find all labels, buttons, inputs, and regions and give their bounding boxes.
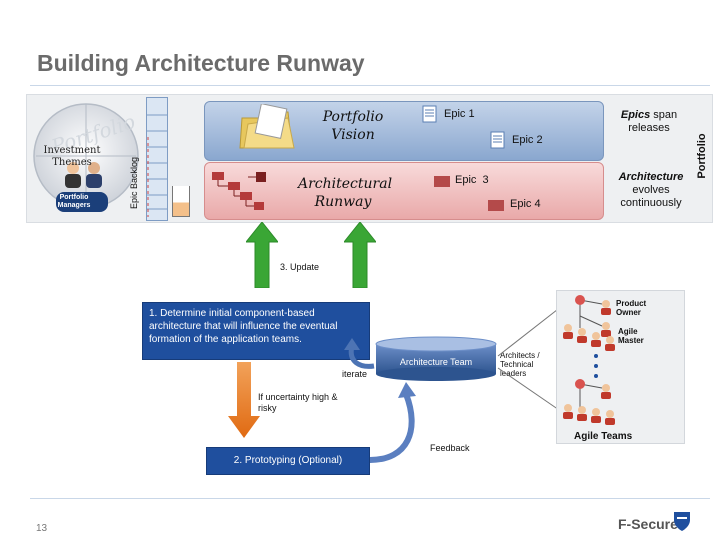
shield-icon [674,512,690,531]
update-label: 3. Update [280,262,320,272]
portfolio-side-label: Portfolio [696,133,708,179]
epic-backlog-column [146,97,168,221]
epics-span-note: Epics span releases [612,109,686,135]
uncertainty-label: If uncertainty high & risky [258,392,338,413]
update-arrow-right [344,222,376,288]
architecture-bold: Architecture [618,171,684,183]
title-underline [30,85,710,86]
epic-backlog-label: Epic Backlog [129,156,139,210]
fsecure-logo: F-Secure. [618,516,682,532]
step2-box: 2. Prototyping (Optional) [206,447,370,475]
epic3-marker [434,176,450,187]
epic4-label: Epic 4 [510,198,541,210]
epics-span-rest: span releases [628,109,678,134]
portfolio-managers-label: Portfolio Managers [57,194,91,209]
architectural-runway-label: Architectural Runway [298,176,393,210]
slide-title: Building Architecture Runway [37,50,365,76]
agile-master-label: Agile Master [618,327,644,345]
epic4-marker [488,200,504,211]
architecture-rest: evolves continuously [620,184,682,209]
team-connector-lines [497,305,563,413]
document-icon [490,131,505,149]
epic3-label: Epic 3 [455,174,489,186]
footer-rule [30,498,710,499]
architecture-team-label: Architecture Team [399,357,473,367]
product-owner-label: Product Owner [616,299,647,317]
investment-themes-graphic [33,103,139,212]
prototype-arrow [228,362,260,438]
epic1-label: Epic 1 [444,108,475,120]
update-arrow-left [246,222,278,288]
portfolio-vision-label: Portfolio Vision [322,109,384,143]
feedback-label: Feedback [430,443,470,453]
architects-label: Architects / Technical leaders [500,351,540,378]
folder-icon [239,104,295,149]
step1-box: 1. Determine initial component-based arc… [142,302,370,360]
component-tree-graphic [212,172,266,210]
investment-themes-label: Investment Themes [43,145,101,168]
feedback-arrow [369,382,416,463]
epic2-label: Epic 2 [512,134,543,146]
architecture-team-cylinder [375,336,497,381]
backlog-rows [146,114,168,217]
epics-span-bold: Epics [620,109,651,121]
agile-teams-graphic [563,295,615,425]
page-number: 13 [36,523,48,534]
iterate-label: iterate [342,369,368,379]
iterate-arrow [344,338,375,369]
document-icon [422,105,437,123]
agile-teams-label: Agile Teams [574,431,633,442]
backlog-jar [172,186,190,217]
architectural-runway-band [204,162,604,220]
